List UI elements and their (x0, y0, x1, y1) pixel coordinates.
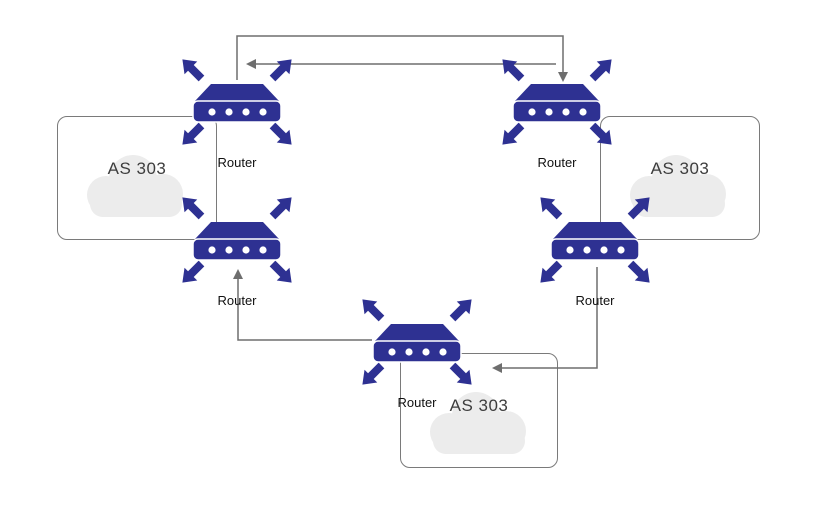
router-icon (535, 190, 655, 290)
router-label: Router (537, 155, 577, 170)
router-label: Router (217, 293, 257, 308)
router-icon (497, 52, 617, 152)
router-node-top-left: Router (177, 52, 297, 170)
as-box-bottom: AS 303 (400, 353, 558, 468)
router-node-top-right: Router (497, 52, 617, 170)
router-icon (357, 292, 477, 392)
router-node-mid-left: Router (177, 190, 297, 308)
as-label: AS 303 (107, 159, 167, 178)
as-box-right: AS 303 (600, 116, 760, 240)
router-node-bottom: Router (357, 292, 477, 410)
as-label: AS 303 (449, 396, 509, 415)
router-icon (177, 190, 297, 290)
router-node-mid-right: Router (535, 190, 655, 308)
router-label: Router (397, 395, 437, 410)
router-label: Router (217, 155, 257, 170)
as-label: AS 303 (650, 159, 710, 178)
router-icon (177, 52, 297, 152)
as-box-left: AS 303 (57, 116, 217, 240)
router-label: Router (575, 293, 615, 308)
